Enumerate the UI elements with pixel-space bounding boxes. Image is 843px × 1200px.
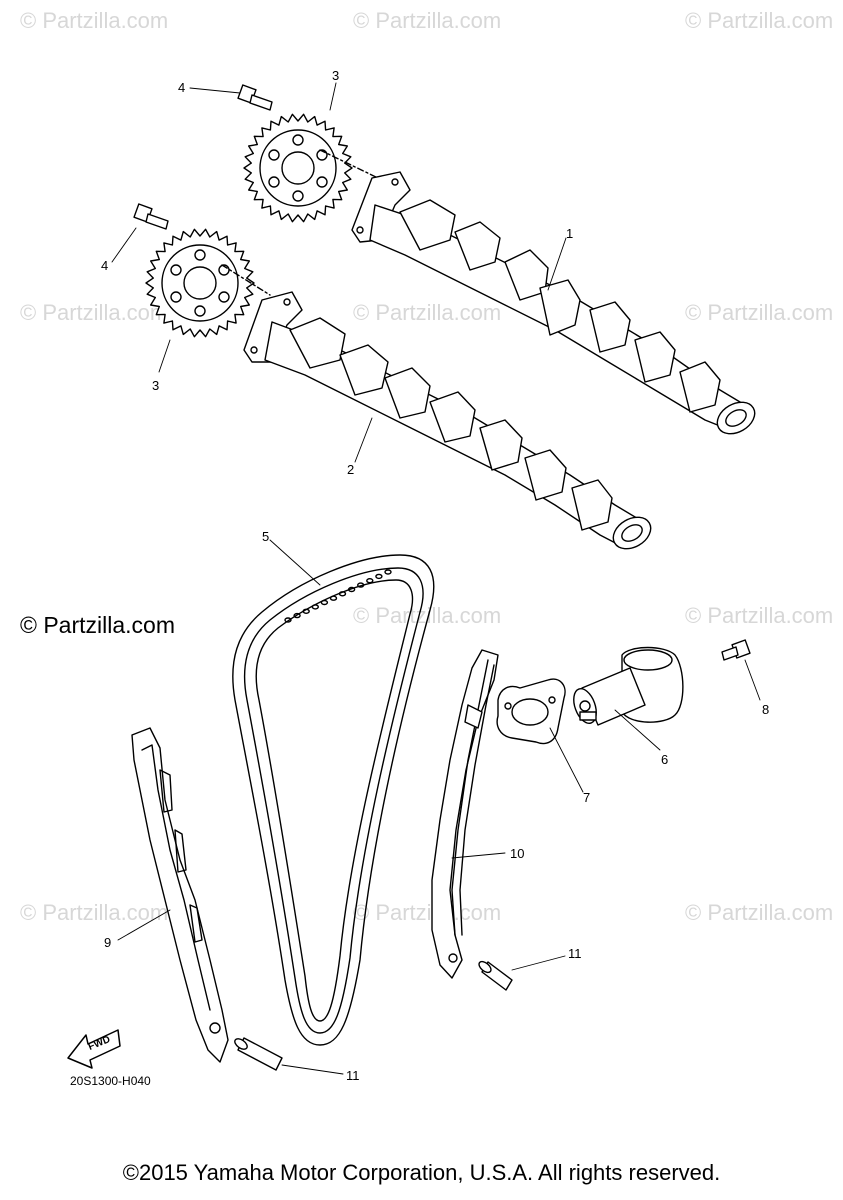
camshaft-2 <box>243 291 652 550</box>
watermark: © Partzilla.com <box>685 900 834 925</box>
watermark: © Partzilla.com <box>353 300 502 325</box>
part-label-2: 2 <box>347 462 355 477</box>
sprocket-bolt-upper <box>237 84 273 111</box>
part-label-11-front: 11 <box>568 946 582 961</box>
part-label-3-lower: 3 <box>152 378 160 393</box>
fwd-arrow-icon <box>67 1029 121 1069</box>
chain-link <box>293 612 301 619</box>
chain-link <box>384 569 392 575</box>
dowel-pin-front <box>478 960 513 991</box>
part-label-7: 7 <box>583 790 591 805</box>
copyright-notice: ©2015 Yamaha Motor Corporation, U.S.A. A… <box>122 1160 721 1185</box>
tensioner-gasket <box>496 678 566 745</box>
chain-guide-rear <box>131 727 229 1063</box>
watermark: © Partzilla.com <box>685 603 834 628</box>
part-label-10: 10 <box>510 846 525 861</box>
watermark: © Partzilla.com <box>685 300 834 325</box>
cam-sprocket-upper <box>243 113 353 223</box>
chain-link <box>284 617 292 623</box>
watermark: © Partzilla.com <box>20 300 169 325</box>
watermark: © Partzilla.com <box>353 900 502 925</box>
sprocket-bolt-lower <box>133 203 169 230</box>
part-label-3-upper: 3 <box>332 68 340 83</box>
part-label-8: 8 <box>762 702 770 717</box>
cam-chain-tensioner <box>573 646 684 726</box>
chain-guide-front <box>431 649 499 979</box>
watermark: © Partzilla.com <box>353 8 502 33</box>
part-label-6: 6 <box>661 752 669 767</box>
timing-chain <box>232 554 435 1046</box>
part-label-4-upper: 4 <box>178 80 186 95</box>
chain-link <box>375 573 383 580</box>
watermark: © Partzilla.com <box>20 900 169 925</box>
chain-link <box>338 591 347 597</box>
chain-link <box>320 599 329 606</box>
chain-link <box>357 582 365 588</box>
cam-sprocket-lower <box>145 228 255 338</box>
dowel-pin-rear <box>234 1037 283 1071</box>
watermark: © Partzilla.com <box>20 8 169 33</box>
diagram-code: 20S1300-H040 <box>70 1074 151 1088</box>
chain-link <box>347 586 356 593</box>
part-label-1: 1 <box>566 226 574 241</box>
part-label-9: 9 <box>104 935 112 950</box>
part-label-4-lower: 4 <box>101 258 109 273</box>
part-label-5: 5 <box>262 529 270 544</box>
watermark: © Partzilla.com <box>353 603 502 628</box>
camshaft-1 <box>351 171 756 435</box>
part-label-11-rear: 11 <box>346 1068 360 1083</box>
tensioner-bolt <box>721 639 751 661</box>
watermark: © Partzilla.com <box>685 8 834 33</box>
chain-link <box>302 608 310 614</box>
chain-link <box>366 578 374 584</box>
chain-link <box>329 595 338 601</box>
partzilla-brand-watermark: © Partzilla.com <box>20 612 175 638</box>
chain-link <box>311 604 319 610</box>
